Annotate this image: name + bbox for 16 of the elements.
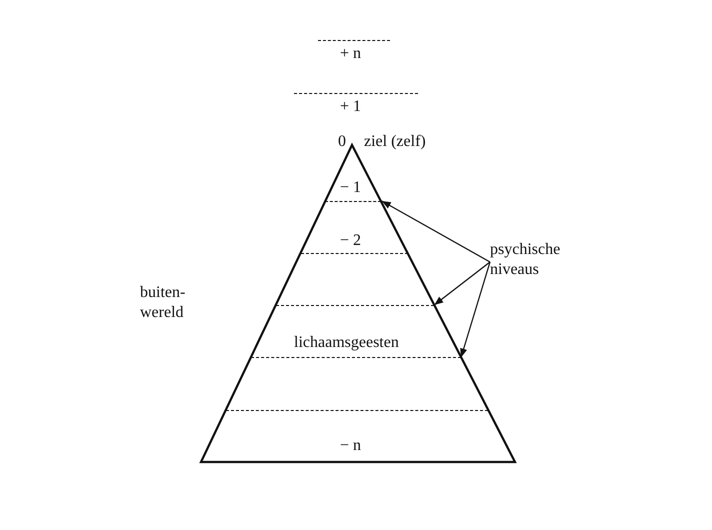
level-label: ziel (zelf) — [364, 132, 426, 152]
level-number: 0 — [338, 132, 346, 152]
level-number: + 1 — [340, 97, 362, 117]
leader-arrow — [460, 262, 491, 358]
level-label: lichaamsgeesten — [294, 333, 399, 353]
level-line — [276, 305, 434, 306]
level-line — [325, 201, 381, 202]
level-number: − 2 — [340, 231, 362, 251]
level-number: − n — [340, 436, 362, 456]
leader-arrow — [382, 200, 490, 263]
level-label: psychische niveaus — [490, 240, 570, 280]
region-label: buiten- wereld — [140, 283, 186, 323]
leader-arrow — [434, 262, 490, 306]
level-line — [251, 357, 461, 358]
level-number: + n — [340, 44, 362, 64]
level-number: − 1 — [340, 178, 362, 198]
